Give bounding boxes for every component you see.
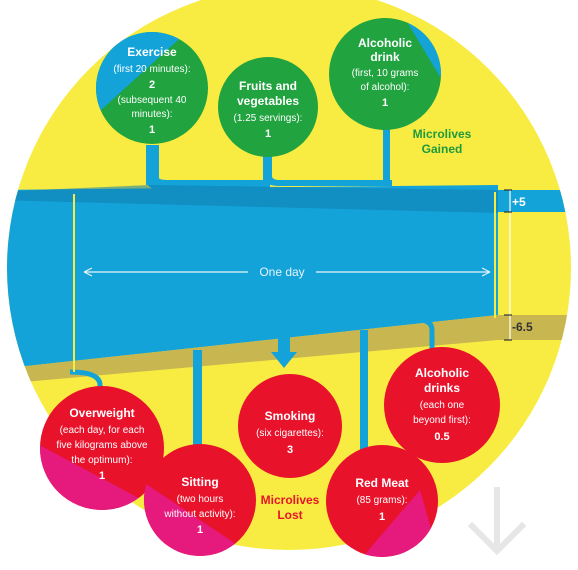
exercise-line-5: 1 [149, 124, 155, 136]
alcohol-gained-title-2: drink [370, 50, 400, 64]
sitting-circle: Sitting (two hours without activity): 1 [144, 444, 256, 556]
fruits-line-2: 1 [265, 128, 271, 140]
arrowhead-right [481, 267, 491, 277]
sitting-title: Sitting [181, 475, 218, 489]
arrowhead-left [83, 267, 93, 277]
sitting-line-2: without activity): [163, 509, 235, 520]
overweight-line-2: five kilograms above [56, 440, 148, 451]
alcohol-lost-title: Alcoholic [415, 366, 469, 380]
smoking-title: Smoking [265, 409, 316, 423]
alcohol-lost-circle: Alcoholic drinks (each one beyond first)… [384, 347, 500, 463]
overweight-title: Overweight [69, 406, 134, 420]
overweight-line-1: (each day, for each [60, 425, 145, 436]
scale-extension-blue [498, 190, 571, 212]
lost-label-1: Microlives [261, 493, 320, 507]
lost-strip [7, 315, 498, 385]
redmeat-line-1: (85 grams): [356, 495, 407, 506]
smoking-circle: Smoking (six cigarettes): 3 [238, 374, 342, 478]
overweight-line-4: 1 [99, 470, 105, 482]
connector-fruits-stem [263, 155, 272, 185]
gained-label-2: Gained [422, 142, 463, 156]
alcohol-lost-line-3: 0.5 [434, 431, 449, 443]
connector-alcohol-stem [383, 125, 390, 185]
connector-exercise-stem [146, 145, 159, 185]
gained-label-1: Microlives [413, 127, 472, 141]
alcohol-gained-title: Alcoholic [358, 36, 412, 50]
smoking-line-1: (six cigarettes): [256, 428, 324, 439]
arrow-down-icon [467, 487, 527, 556]
alcohol-gained-circle: Alcoholic drink (first, 10 grams of alco… [329, 18, 441, 130]
exercise-line-4: minutes): [131, 109, 172, 120]
loss-scale-value: -6.5 [512, 320, 533, 334]
exercise-circle: Exercise (first 20 minutes): 2 (subseque… [96, 32, 208, 144]
alcohol-lost-line-1: (each one [420, 400, 465, 411]
gained-strip [7, 185, 498, 213]
redmeat-line-2: 1 [379, 511, 385, 523]
day-band [7, 185, 498, 370]
overweight-line-3: the optimum): [71, 455, 132, 466]
gain-scale-value: +5 [512, 195, 526, 209]
alcohol-lost-title-2: drinks [424, 381, 460, 395]
redmeat-title: Red Meat [355, 476, 408, 490]
alcohol-gained-line-2: of alcohol): [361, 82, 410, 93]
alcohol-lost-line-2: beyond first): [413, 415, 471, 426]
lost-label-2: Lost [277, 508, 302, 522]
exercise-line-1: (first 20 minutes): [113, 64, 190, 75]
connector-overweight [69, 369, 103, 395]
sitting-line-1: (two hours [177, 494, 224, 505]
smoking-line-2: 3 [287, 444, 293, 456]
connector-alcohol-lost [417, 317, 435, 355]
connector-smoking [271, 335, 297, 368]
alcohol-gained-line-1: (first, 10 grams [352, 68, 419, 79]
exercise-line-2: 2 [149, 79, 155, 91]
exercise-title: Exercise [127, 45, 177, 59]
sitting-line-3: 1 [197, 524, 203, 536]
alcohol-gained-line-3: 1 [382, 97, 388, 109]
fruits-title-2: vegetables [237, 94, 299, 108]
fruits-title: Fruits and [239, 79, 297, 93]
fruits-circle: Fruits and vegetables (1.25 servings): 1 [218, 57, 318, 157]
fruits-line-1: (1.25 servings): [234, 113, 303, 124]
connector-sitting [193, 350, 202, 460]
connector-fruits-curve [263, 176, 392, 186]
exercise-line-3: (subsequent 40 [118, 95, 187, 106]
one-day-label: One day [259, 265, 304, 279]
connector-redmeat [360, 330, 368, 450]
